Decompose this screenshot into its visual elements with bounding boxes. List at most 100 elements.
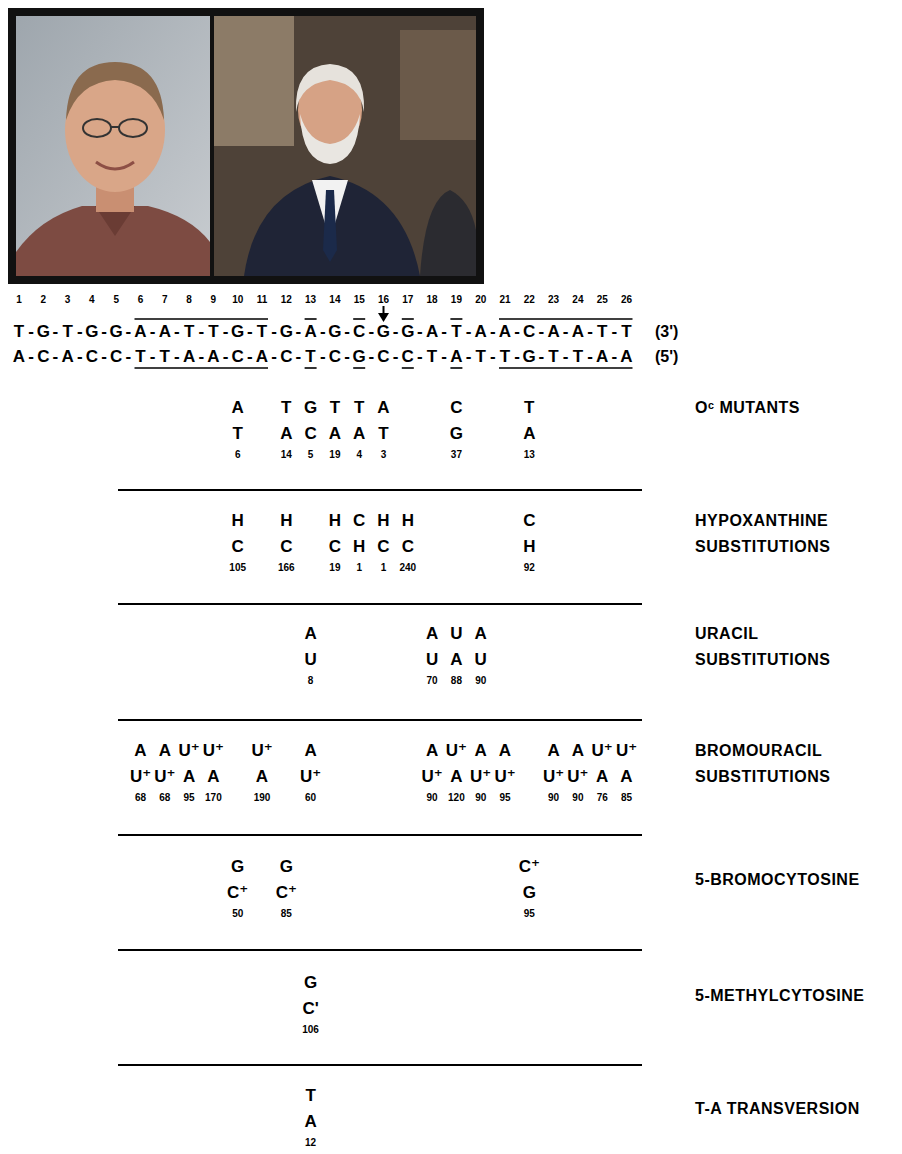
sequence-character: A [595,347,609,367]
bottom-base-letter: U⁺ [130,767,151,787]
sequence-character: A [449,347,463,367]
sequence-character: - [536,347,546,367]
mutant-count: 60 [305,792,316,804]
row-heading: T-A TRANSVERSION [695,1096,860,1122]
sequence-character: - [196,322,206,342]
mutant-count: 1 [381,562,387,574]
position-number: 8 [186,294,192,306]
sequence-character: - [50,322,60,342]
sequence-character: C [85,347,99,367]
top-base-letter: H [402,511,414,531]
sequence-character: T [547,347,561,367]
top-strand-sequence: T-G-T-G-G-A-A-T-T-G-T-G-A-G-C-G-G-A-T-A-… [12,322,633,342]
mutant-count: 13 [524,449,535,461]
top-base-letter: A [572,741,584,761]
position-number: 1 [16,294,22,306]
mutant-count: 170 [205,792,222,804]
sequence-character: A [474,322,488,342]
top-base-letter: C [450,398,462,418]
mutant-count: 19 [329,562,340,574]
sequence-character: T [304,347,318,367]
sequence-character: - [75,322,85,342]
sequence-character: - [415,347,425,367]
mutant-count: 95 [499,792,510,804]
strand-bar [402,318,414,320]
bottom-base-letter: A [450,650,462,670]
mutant-count: 50 [232,908,243,920]
mutant-count: 68 [159,792,170,804]
sequence-character: C [376,347,390,367]
top-base-letter: G [231,857,244,877]
bottom-base-letter: C [280,537,292,557]
position-number: 4 [89,294,95,306]
position-number: 18 [427,294,438,306]
position-number: 13 [305,294,316,306]
top-base-letter: G [304,398,317,418]
bottom-base-letter: C⁺ [276,883,297,903]
sequence-character: - [585,322,595,342]
top-base-letter: U⁺ [446,741,467,761]
arrow-stem [383,306,385,314]
top-base-letter: A [304,741,316,761]
sequence-character: T [571,347,585,367]
position-number: 22 [524,294,535,306]
strand-bar [353,367,365,369]
photo-frame [8,8,484,284]
sequence-character: A [619,347,633,367]
sequence-character: A [425,322,439,342]
sequence-character: G [36,322,50,342]
bottom-base-letter: H [523,537,535,557]
sequence-character: - [342,322,352,342]
row-separator [118,719,642,721]
position-number: 19 [451,294,462,306]
mutant-count: 90 [548,792,559,804]
sequence-character: - [585,347,595,367]
mutant-count: 166 [278,562,295,574]
sequence-character: - [196,347,206,367]
sequence-character: A [182,347,196,367]
sequence-character: A [206,347,220,367]
sequence-character: G [85,322,99,342]
top-base-letter: U [450,624,462,644]
sequence-character: C [401,347,415,367]
row-heading: Oᶜ MUTANTS [695,395,800,421]
row-heading: URACIL SUBSTITUTIONS [695,621,830,673]
bottom-base-letter: U⁺ [470,767,491,787]
top-base-letter: A [475,624,487,644]
row-heading: BROMOURACIL SUBSTITUTIONS [695,738,830,790]
sequence-character: C [231,347,245,367]
sequence-character: - [609,347,619,367]
sequence-character: C [109,347,123,367]
sequence-character: - [245,322,255,342]
position-number: 25 [597,294,608,306]
position-number: 16 [378,294,389,306]
strand-bar [450,318,462,320]
mutant-count: 8 [308,675,314,687]
sequence-character: G [279,322,293,342]
strand-bar [402,367,414,369]
sequence-character: C [522,322,536,342]
row-separator [118,603,642,605]
row-separator [118,949,642,951]
strand-bar [353,318,365,320]
bottom-base-letter: G [523,883,536,903]
sequence-character: - [561,322,571,342]
mutant-count: 240 [399,562,416,574]
sequence-character: - [463,322,473,342]
sequence-character: - [50,347,60,367]
bottom-base-letter: U⁺ [154,767,175,787]
position-number: 11 [257,294,268,306]
bottom-base-letter: U⁺ [421,767,442,787]
sequence-character: - [147,347,157,367]
shirt [16,206,210,276]
glasses [111,126,119,128]
mutant-count: 90 [475,792,486,804]
sequence-character: G [401,322,415,342]
mutant-count: 68 [135,792,146,804]
sequence-character: T [206,322,220,342]
row-separator [118,834,642,836]
bottom-base-letter: C [329,537,341,557]
sequence-character: - [123,322,133,342]
mutant-count: 1 [356,562,362,574]
